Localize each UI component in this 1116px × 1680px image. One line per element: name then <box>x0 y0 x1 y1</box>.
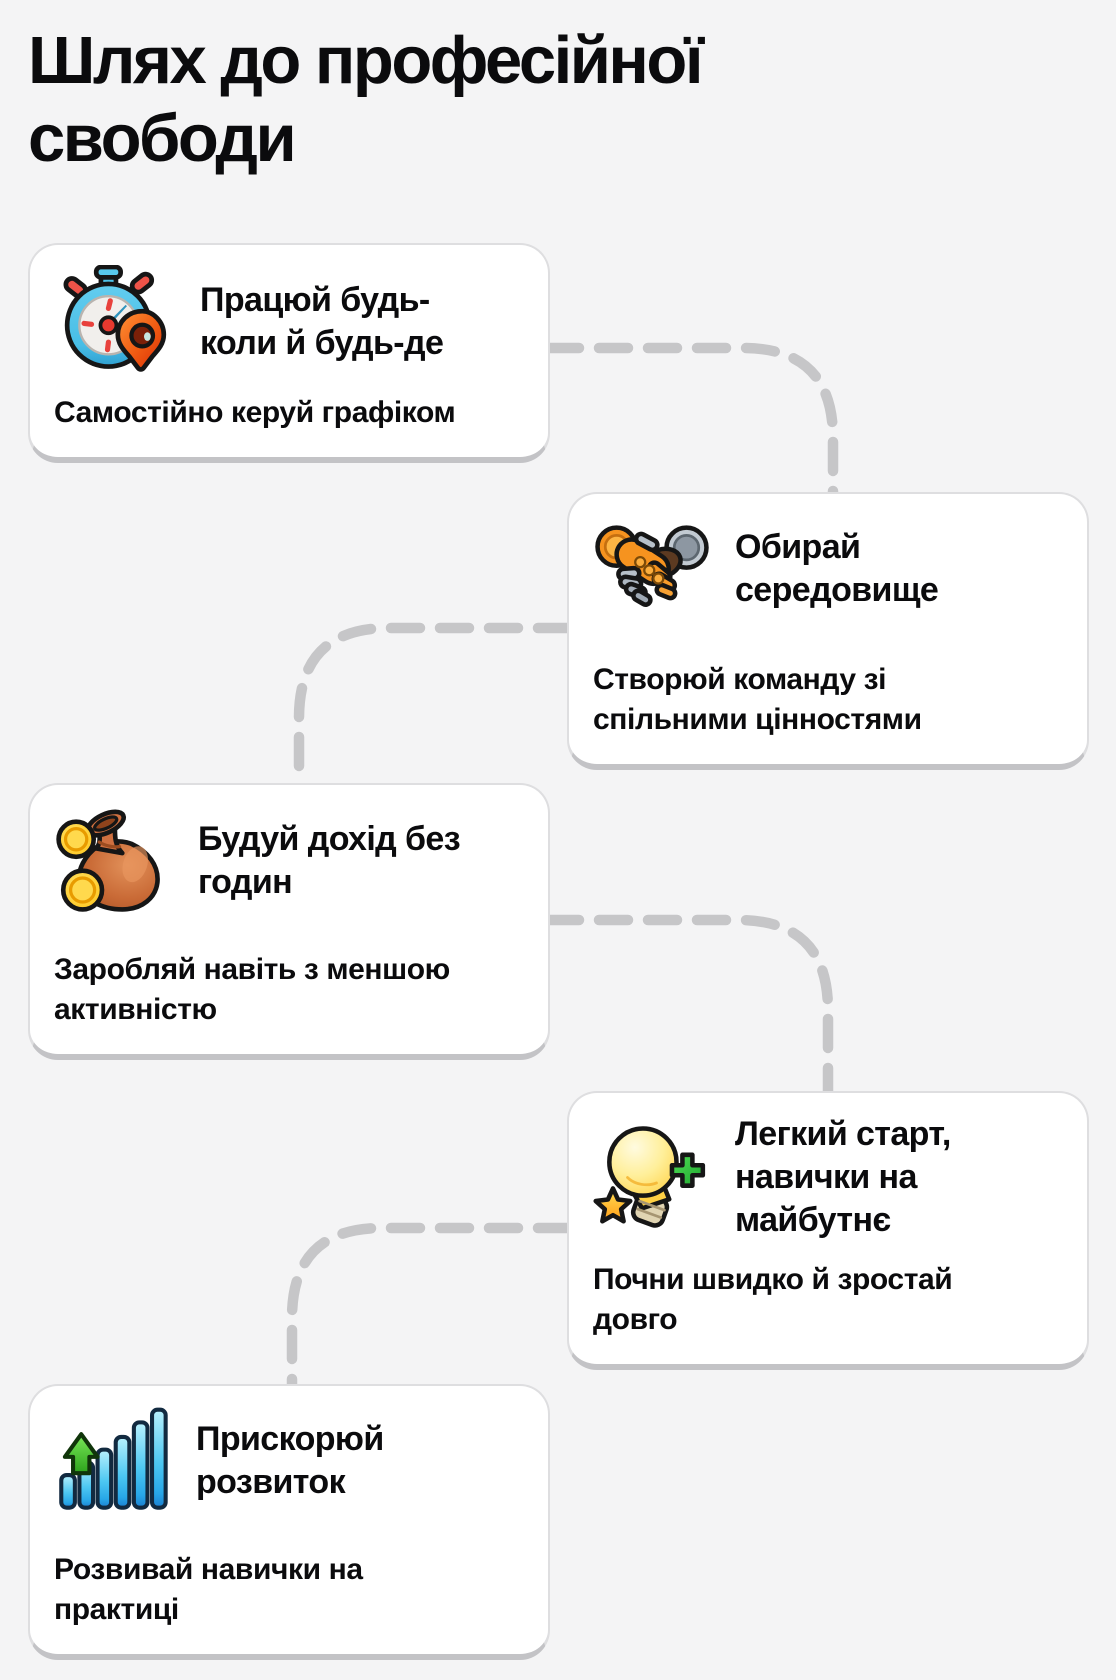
connector-step1-step2 <box>544 342 839 498</box>
lightbulb-plus-star-icon <box>593 1125 706 1228</box>
step-card-3: Будуй дохід без годин Заробляй навіть з … <box>28 783 550 1060</box>
step-subtitle: Почни швидко й зростай довго <box>593 1263 953 1337</box>
step-subtitle: Заробляй навіть з меншою активністю <box>54 953 450 1027</box>
step-title: Працюй будь-коли й будь-де <box>200 280 444 362</box>
step-4-header: Легкий старт, навички на майбутнє <box>593 1113 1065 1241</box>
growth-bars-arrow-icon <box>59 1407 168 1510</box>
connector-step4-step5 <box>286 1222 573 1390</box>
step-1-header: Працюй будь-коли й будь-де <box>54 265 526 378</box>
step-title: Будуй дохід без годин <box>198 819 461 901</box>
step-card-1: Працюй будь-коли й будь-де Самостійно ке… <box>28 243 550 463</box>
stopwatch-location-pin-icon <box>63 265 167 372</box>
connector-step3-step4 <box>544 914 834 1097</box>
step-5-header: Прискорюй розвиток <box>54 1406 526 1515</box>
step-card-4: Легкий старт, навички на майбутнє Почни … <box>567 1091 1089 1370</box>
step-subtitle: Створюй команду зі спільними цінностями <box>593 663 922 737</box>
handshake-icon <box>595 525 709 607</box>
step-subtitle: Розвивай навички на практиці <box>54 1553 363 1627</box>
step-title: Прискорюй розвиток <box>196 1419 384 1501</box>
step-3-header: Будуй дохід без годин <box>54 805 526 916</box>
step-title: Обирай середовище <box>735 527 939 609</box>
connector-step2-step3 <box>293 622 573 789</box>
step-2-header: Обирай середовище <box>593 514 1065 623</box>
step-card-2: Обирай середовище Створюй команду зі спі… <box>567 492 1089 770</box>
step-subtitle: Самостійно керуй графіком <box>54 396 456 430</box>
page-title: Шлях до професійної свободи <box>28 23 704 176</box>
step-title: Легкий старт, навички на майбутнє <box>735 1115 951 1239</box>
step-card-5: Прискорюй розвиток Розвивай навички на п… <box>28 1384 550 1660</box>
money-bag-coins-icon <box>56 809 160 912</box>
